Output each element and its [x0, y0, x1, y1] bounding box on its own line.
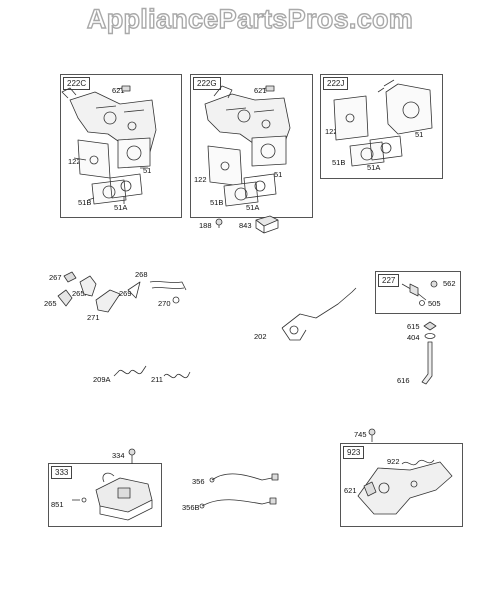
shaft-616-illustration — [421, 321, 437, 385]
part-269[interactable]: 269 — [119, 289, 132, 298]
part-843[interactable]: 843 — [239, 221, 252, 230]
kit-tag-227: 227 — [378, 274, 400, 287]
part-265a[interactable]: 265A — [72, 289, 90, 298]
part-202[interactable]: 202 — [254, 332, 267, 341]
label-222j-51a: 51A — [367, 163, 381, 172]
part-616[interactable]: 616 — [397, 376, 410, 385]
kit-tag-222j: 222J — [323, 77, 349, 90]
governor-parts-illustration — [57, 271, 187, 313]
label-222g-51a: 51A — [246, 203, 260, 212]
part-209a[interactable]: 209A — [93, 375, 111, 384]
label-227-562: 562 — [443, 279, 456, 288]
label-222g-122: 122 — [194, 175, 207, 184]
part-188[interactable]: 188 — [199, 221, 212, 230]
part-615[interactable]: 615 — [407, 322, 420, 331]
label-333-851: 851 — [51, 500, 64, 509]
carburetor-222g-illustration — [204, 85, 291, 207]
part-356b[interactable]: 356B — [182, 503, 200, 512]
part-271[interactable]: 271 — [87, 313, 100, 322]
part-211[interactable]: 211 — [151, 375, 163, 384]
label-222c-122: 122 — [68, 157, 81, 166]
label-222g-51: 51 — [274, 170, 283, 179]
label-222c-51: 51 — [143, 166, 152, 175]
label-923-621: 621 — [344, 486, 357, 495]
label-222j-51: 51 — [415, 130, 424, 139]
part-270[interactable]: 270 — [158, 299, 171, 308]
label-923-922: 922 — [387, 457, 400, 466]
label-222j-122: 122 — [325, 127, 338, 136]
part-404[interactable]: 404 — [407, 333, 420, 342]
label-222c-51a: 51A — [114, 203, 128, 212]
spring-211-illustration — [163, 371, 191, 379]
armature-333-illustration — [72, 472, 153, 521]
label-222c-51b: 51B — [78, 198, 92, 207]
label-222g-51b: 51B — [210, 198, 224, 207]
label-222c-621: 621 — [112, 86, 125, 95]
gasket-set-222j-illustration — [333, 79, 433, 167]
label-227-505: 505 — [428, 299, 441, 308]
governor-link-202-illustration — [281, 287, 357, 341]
spring-209a-illustration — [113, 365, 147, 377]
throttle-assembly-227-illustration — [401, 280, 438, 306]
block-843-illustration — [255, 215, 279, 234]
kit-tag-333: 333 — [51, 466, 73, 479]
screw-745-illustration — [368, 428, 376, 442]
kit-tag-222c: 222C — [63, 77, 91, 90]
watermark-text: AppliancePartsPros.com — [86, 3, 414, 34]
part-745[interactable]: 745 — [354, 430, 367, 439]
wire-356-illustration — [209, 473, 279, 483]
carburetor-222c-illustration — [61, 85, 157, 205]
label-222g-621: 621 — [254, 86, 267, 95]
label-222j-51b: 51B — [332, 158, 346, 167]
part-265[interactable]: 265 — [44, 299, 57, 308]
wire-356b-illustration — [199, 497, 277, 509]
screw-188-illustration — [215, 218, 223, 228]
kit-tag-923: 923 — [343, 446, 365, 459]
control-bracket-923-illustration — [357, 459, 453, 515]
screw-334-illustration — [128, 448, 136, 464]
part-334[interactable]: 334 — [112, 451, 125, 460]
part-268[interactable]: 268 — [135, 270, 148, 279]
part-267[interactable]: 267 — [49, 273, 62, 282]
kit-tag-222g: 222G — [193, 77, 221, 90]
part-356[interactable]: 356 — [192, 477, 205, 486]
